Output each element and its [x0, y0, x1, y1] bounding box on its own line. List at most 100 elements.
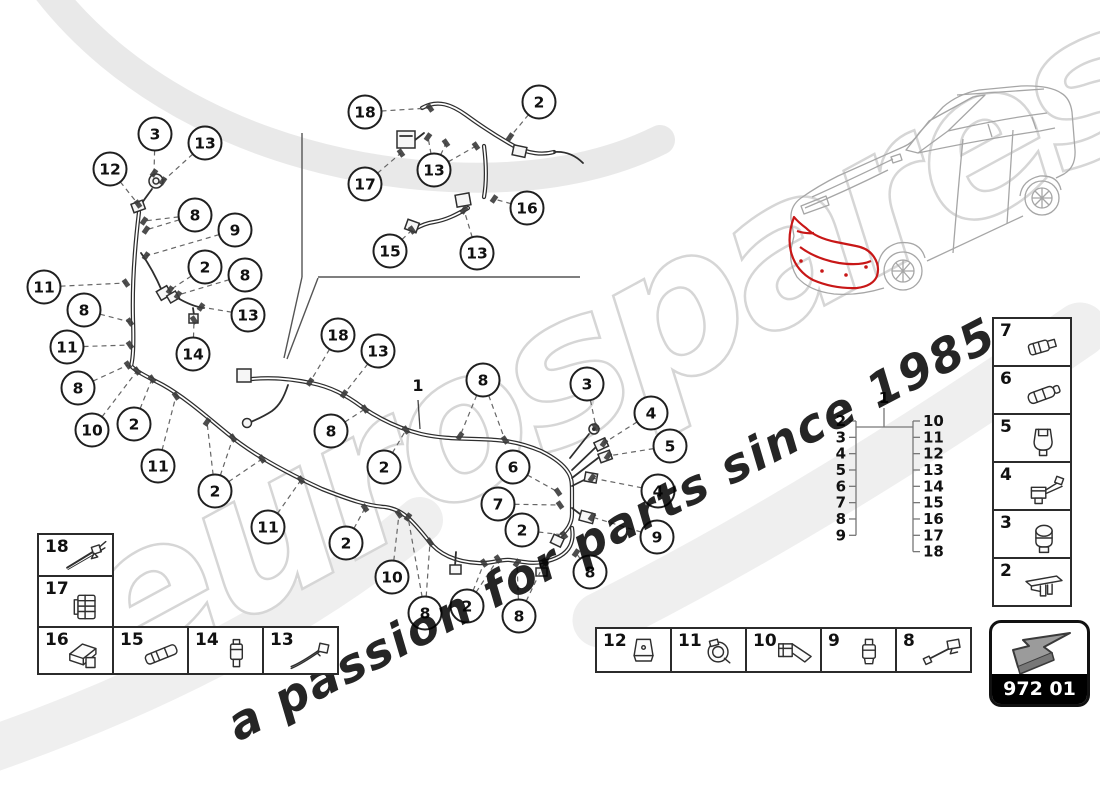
- callout-2[interactable]: 2: [449, 554, 503, 624]
- callout-3[interactable]: 3: [137, 116, 173, 178]
- callout-circle[interactable]: [328, 525, 364, 561]
- callout-13[interactable]: 13: [158, 125, 223, 186]
- callout-9[interactable]: 9: [587, 512, 675, 555]
- callout-circle[interactable]: [140, 448, 176, 484]
- part-box-5[interactable]: 5: [992, 413, 1072, 463]
- callout-circle[interactable]: [501, 598, 537, 634]
- callout-2[interactable]: 2: [328, 503, 370, 561]
- callout-circle[interactable]: [74, 412, 110, 448]
- part-box-12[interactable]: 12: [595, 627, 672, 673]
- callout-circle[interactable]: [374, 559, 410, 595]
- callout-circle[interactable]: [449, 588, 485, 624]
- callout-circle[interactable]: [652, 428, 688, 464]
- callout-circle[interactable]: [116, 406, 152, 442]
- callout-circle[interactable]: [60, 370, 96, 406]
- callout-2[interactable]: 2: [197, 417, 267, 509]
- callout-circle[interactable]: [639, 519, 675, 555]
- callout-circle[interactable]: [509, 190, 545, 226]
- callout-17[interactable]: 17: [347, 148, 406, 202]
- part-box-17[interactable]: 17: [37, 575, 114, 628]
- callout-circle[interactable]: [480, 486, 516, 522]
- callout-18[interactable]: 18: [347, 94, 435, 130]
- callout-circle[interactable]: [177, 197, 213, 233]
- callout-circle[interactable]: [633, 395, 669, 431]
- callout-circle[interactable]: [175, 336, 211, 372]
- callout-11[interactable]: 11: [250, 475, 306, 545]
- callout-circle[interactable]: [250, 509, 286, 545]
- callout-circle[interactable]: [313, 413, 349, 449]
- callout-circle[interactable]: [137, 116, 173, 152]
- callout-8[interactable]: 8: [501, 557, 550, 634]
- callout-13[interactable]: 13: [339, 333, 396, 399]
- callout-4[interactable]: 4: [587, 473, 676, 509]
- callout-circle[interactable]: [459, 235, 495, 271]
- callout-12[interactable]: 12: [92, 151, 143, 209]
- part-box-11[interactable]: 11: [670, 627, 747, 673]
- callout-6[interactable]: 6: [495, 449, 563, 497]
- callout-11[interactable]: 11: [140, 391, 181, 484]
- callout-circle[interactable]: [495, 449, 531, 485]
- part-box-15[interactable]: 15: [112, 626, 189, 675]
- callout-16[interactable]: 16: [489, 190, 545, 226]
- callout-8[interactable]: 8: [173, 257, 263, 300]
- callout-2[interactable]: 2: [116, 374, 157, 442]
- callout-11[interactable]: 11: [26, 269, 131, 305]
- callout-8[interactable]: 8: [60, 360, 133, 406]
- callout-14[interactable]: 14: [175, 315, 211, 372]
- callout-circle[interactable]: [521, 84, 557, 120]
- callout-7[interactable]: 7: [480, 486, 565, 522]
- callout-circle[interactable]: [227, 257, 263, 293]
- callout-circle[interactable]: [407, 595, 443, 631]
- callout-circle[interactable]: [49, 329, 85, 365]
- callout-2[interactable]: 2: [504, 512, 569, 548]
- callout-2[interactable]: 2: [366, 425, 411, 485]
- part-box-14[interactable]: 14: [187, 626, 264, 675]
- callout-3[interactable]: 3: [569, 366, 605, 432]
- callout-circle[interactable]: [66, 292, 102, 328]
- callout-circle[interactable]: [230, 297, 266, 333]
- callout-circle[interactable]: [640, 473, 676, 509]
- callout-circle[interactable]: [572, 554, 608, 590]
- callout-10[interactable]: 10: [374, 509, 410, 595]
- callout-8[interactable]: 8: [313, 404, 370, 449]
- callout-circle[interactable]: [187, 125, 223, 161]
- callout-15[interactable]: 15: [372, 225, 417, 269]
- part-box-13[interactable]: 13: [262, 626, 339, 675]
- part-box-9[interactable]: 9: [820, 627, 897, 673]
- callout-circle[interactable]: [26, 269, 62, 305]
- callout-circle[interactable]: [92, 151, 128, 187]
- callout-10[interactable]: 10: [74, 366, 142, 448]
- part-box-4[interactable]: 4: [992, 461, 1072, 511]
- callout-13[interactable]: 13: [416, 132, 481, 188]
- callout-4[interactable]: 4: [599, 395, 669, 448]
- callout-2[interactable]: 2: [505, 84, 557, 142]
- callout-circle[interactable]: [465, 362, 501, 398]
- callout-circle[interactable]: [372, 233, 408, 269]
- callout-5[interactable]: 5: [603, 428, 688, 464]
- callout-circle[interactable]: [347, 166, 383, 202]
- callout-8[interactable]: 8: [455, 362, 510, 445]
- part-box-8[interactable]: 8: [895, 627, 972, 673]
- callout-circle[interactable]: [347, 94, 383, 130]
- callout-18[interactable]: 18: [305, 317, 356, 387]
- callout-8[interactable]: 8: [139, 197, 213, 235]
- callout-circle[interactable]: [504, 512, 540, 548]
- callout-8[interactable]: 8: [571, 548, 608, 590]
- callout-8[interactable]: 8: [66, 292, 135, 328]
- part-box-18[interactable]: 18: [37, 533, 114, 577]
- callout-circle[interactable]: [320, 317, 356, 353]
- section-code-box[interactable]: 972 01: [989, 620, 1090, 707]
- part-box-6[interactable]: 6: [992, 365, 1072, 415]
- callout-9[interactable]: 9: [141, 212, 253, 261]
- callout-2[interactable]: 2: [165, 249, 223, 295]
- callout-circle[interactable]: [217, 212, 253, 248]
- callout-11[interactable]: 11: [49, 329, 135, 365]
- callout-8[interactable]: 8: [403, 512, 443, 631]
- callout-circle[interactable]: [187, 249, 223, 285]
- callout-circle[interactable]: [197, 473, 233, 509]
- callout-circle[interactable]: [569, 366, 605, 402]
- part-box-2[interactable]: 2: [992, 557, 1072, 607]
- callout-circle[interactable]: [366, 449, 402, 485]
- part-box-10[interactable]: 10: [745, 627, 822, 673]
- part-box-7[interactable]: 7: [992, 317, 1072, 367]
